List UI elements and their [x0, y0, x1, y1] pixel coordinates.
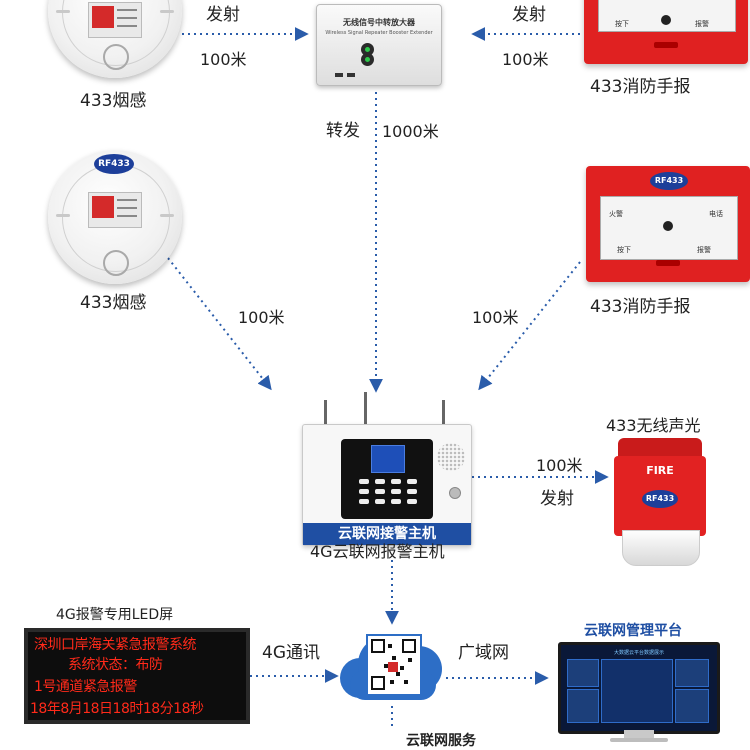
link-strobe-text: 发射	[540, 489, 574, 509]
host-lock	[449, 487, 461, 499]
link-smoke-top-text: 发射	[206, 5, 240, 25]
link-wan-text: 广域网	[458, 643, 509, 663]
host-screen	[371, 445, 405, 473]
led-board: 深圳口岸海关紧急报警系统 系统状态：布防 1号通道紧急报警 18年8月18日18…	[24, 628, 250, 724]
mcp-mid-badge: RF433	[650, 172, 688, 190]
led-line-4: 18年8月18日18时18分18秒	[30, 701, 204, 717]
cloud-service	[340, 630, 446, 702]
strobe-label: 433无线声光	[606, 416, 701, 435]
host-speaker	[437, 443, 465, 471]
led-line-1: 深圳口岸海关紧急报警系统	[34, 637, 197, 653]
link-smoke-top-distance: 100米	[200, 50, 247, 69]
link-4g-text: 4G通讯	[262, 643, 320, 663]
cloud-label: 云联网服务	[406, 733, 476, 749]
smoke-mid-badge: RF433	[94, 154, 134, 174]
link-repeater-text: 转发	[326, 121, 360, 141]
platform-monitor: 大数据云平台数据展示	[558, 642, 720, 746]
strobe-fire-text: FIRE	[646, 464, 674, 477]
led-line-2: 系统状态：布防	[68, 657, 163, 673]
mcp-mid-fire-text: 火警	[609, 210, 623, 218]
mcp-mid-label: 433消防手报	[590, 297, 691, 317]
platform-title: 云联网管理平台	[584, 623, 682, 639]
repeater-title: 无线信号中转放大器	[343, 18, 415, 27]
repeater-subtitle: Wireless Signal Repeater Booster Extende…	[325, 30, 433, 36]
mcp-mid-alarm-text: 报警	[697, 246, 711, 254]
wireless-strobe: FIRE RF433	[614, 438, 706, 568]
smoke-detector-mid: RF433	[48, 150, 182, 284]
qr-code	[366, 634, 422, 696]
link-strobe-distance: 100米	[536, 456, 583, 475]
link-mcp-top-text: 发射	[512, 5, 546, 25]
link-repeater-distance: 1000米	[382, 122, 439, 141]
manual-call-point-top: 按下 报警	[584, 0, 748, 64]
host-label: 4G云联网报警主机	[310, 542, 445, 561]
mcp-top-press-text: 按下	[615, 20, 629, 28]
manual-call-point-mid: RF433 火警 电话 按下 报警	[586, 166, 750, 282]
signal-repeater: 无线信号中转放大器 Wireless Signal Repeater Boost…	[316, 4, 442, 86]
led-line-3: 1号通道紧急报警	[34, 679, 137, 695]
smoke-mid-label: 433烟感	[80, 293, 147, 313]
smoke-top-label: 433烟感	[80, 91, 147, 111]
mcp-top-alarm-text: 报警	[695, 20, 709, 28]
led-caption: 4G报警专用LED屏	[56, 607, 174, 623]
host-banner: 云联网接警主机	[303, 523, 471, 545]
link-smoke-mid-distance: 100米	[238, 308, 285, 327]
mcp-mid-press-text: 按下	[617, 246, 631, 254]
strobe-badge: RF433	[642, 490, 678, 508]
mcp-mid-phone-text: 电话	[709, 210, 723, 218]
link-mcp-mid-distance: 100米	[472, 308, 519, 327]
alarm-host: 云联网接警主机	[302, 424, 472, 546]
link-mcp-top-distance: 100米	[502, 50, 549, 69]
platform-screen-title: 大数据云平台数据展示	[613, 650, 664, 656]
mcp-top-label: 433消防手报	[590, 77, 691, 97]
